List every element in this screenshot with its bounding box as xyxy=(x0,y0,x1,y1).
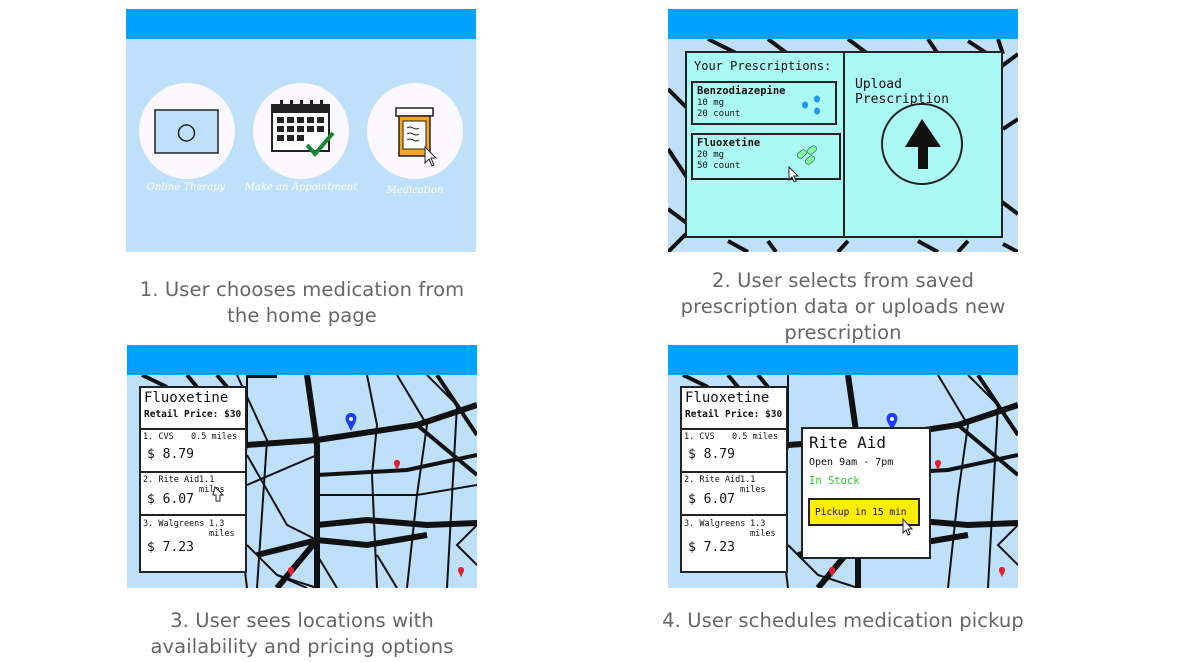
pharmacy-price: $ 7.23 xyxy=(688,540,735,555)
upload-button[interactable] xyxy=(881,103,963,185)
pharmacy-row[interactable]: 1. CVS 0.5 miles $ 8.79 xyxy=(141,428,245,472)
map-pin-red xyxy=(998,567,1006,577)
prescriptions-card: Your Prescriptions: Benzodiazepine 10 mg… xyxy=(685,51,1003,238)
panel-locations: Fluoxetine Retail Price: $30 1. CVS 0.5 … xyxy=(127,345,477,588)
prescription-count: 50 count xyxy=(697,161,741,171)
app-header-bar xyxy=(668,9,1018,39)
pharmacy-name: 3. Walgreens xyxy=(684,519,746,529)
pharmacy-distance: 1.1 miles xyxy=(740,475,766,495)
retail-price: Retail Price: $30 xyxy=(144,409,242,420)
map-pin-blue xyxy=(886,413,898,431)
card-divider xyxy=(843,53,845,236)
panel-home: Online Therapy Make an Appointment Medic… xyxy=(126,9,476,252)
pharmacy-price: $ 7.23 xyxy=(147,540,194,555)
pharmacy-name: 1. CVS xyxy=(143,432,174,442)
pharmacy-price: $ 6.07 xyxy=(688,492,735,507)
prescriptions-title: Your Prescriptions: xyxy=(694,59,832,73)
map-pin-red xyxy=(934,460,942,470)
appointment-button[interactable] xyxy=(253,83,349,179)
step-4-caption: 4. User schedules medication pickup xyxy=(662,609,1024,632)
medication-button[interactable] xyxy=(367,83,463,179)
online-therapy-label: Online Therapy xyxy=(146,182,226,193)
app-header-bar xyxy=(126,9,476,39)
pharmacy-row[interactable]: 3. Walgreens 1.3 miles $ 7.23 xyxy=(141,514,245,571)
pharmacy-distance: 1.3 miles xyxy=(750,519,776,539)
prescription-count: 20 count xyxy=(697,109,741,119)
prescription-dose: 10 mg xyxy=(697,98,725,108)
pharmacy-name: 2. Rite Aid xyxy=(143,475,200,485)
pharmacy-name: 2. Rite Aid xyxy=(684,475,741,485)
pharmacy-row[interactable]: 1. CVS 0.5 miles $ 8.79 xyxy=(682,428,786,472)
medication-label: Medication xyxy=(386,185,444,196)
online-therapy-button[interactable] xyxy=(139,83,235,179)
pharmacy-name: 1. CVS xyxy=(684,432,715,442)
prescription-item[interactable]: Fluoxetine 20 mg 50 count xyxy=(691,133,841,182)
pickup-button[interactable]: Pickup in 15 min xyxy=(808,498,920,526)
pharmacy-row[interactable]: 2. Rite Aid 1.1 miles $ 6.07 xyxy=(141,471,245,515)
step-2-caption: 2. User selects from saved prescription … xyxy=(680,269,1006,344)
pharmacy-name: 3. Walgreens xyxy=(143,519,205,529)
cursor-icon xyxy=(212,486,225,502)
drug-name: Fluoxetine xyxy=(144,390,229,406)
pharmacy-distance: 1.1 miles xyxy=(199,475,225,495)
map-background xyxy=(141,372,477,588)
pill-bottle-icon xyxy=(395,107,438,167)
panel-prescriptions: Your Prescriptions: Benzodiazepine 10 mg… xyxy=(668,9,1018,252)
map-pin-red xyxy=(287,567,295,577)
map-pin-red xyxy=(457,567,465,577)
store-detail-popup: Rite Aid Open 9am - 7pm In Stock Pickup … xyxy=(801,427,931,559)
pharmacy-row[interactable]: 2. Rite Aid 1.1 miles $ 6.07 xyxy=(682,471,786,515)
prescription-item[interactable]: Benzodiazepine 10 mg 20 count xyxy=(691,81,837,125)
upload-arrow-icon xyxy=(905,119,941,169)
pharmacy-list-card: Fluoxetine Retail Price: $30 1. CVS 0.5 … xyxy=(680,386,788,573)
pharmacy-list-card: Fluoxetine Retail Price: $30 1. CVS 0.5 … xyxy=(139,386,247,573)
pills-icon xyxy=(802,95,820,115)
stock-status: In Stock xyxy=(809,475,860,487)
appointment-label: Make an Appointment xyxy=(244,182,358,193)
drug-name: Fluoxetine xyxy=(685,390,770,406)
pharmacy-row[interactable]: 3. Walgreens 1.3 miles $ 7.23 xyxy=(682,514,786,571)
prescription-name: Benzodiazepine xyxy=(697,85,786,97)
panel-pickup: Fluoxetine Retail Price: $30 1. CVS 0.5 … xyxy=(668,345,1018,588)
calendar-check-icon xyxy=(271,100,335,158)
prescription-dose: 20 mg xyxy=(697,150,725,160)
pharmacy-distance: 0.5 miles xyxy=(191,432,238,442)
pharmacy-price: $ 8.79 xyxy=(147,447,194,462)
map-background xyxy=(668,37,1018,252)
pharmacy-price: $ 8.79 xyxy=(688,447,735,462)
app-header-bar xyxy=(127,345,477,375)
map-pin-red xyxy=(828,567,836,577)
retail-price: Retail Price: $30 xyxy=(685,409,783,420)
pharmacy-price: $ 6.07 xyxy=(147,492,194,507)
step-3-caption: 3. User sees locations with availability… xyxy=(150,609,454,658)
cursor-icon xyxy=(902,517,914,536)
pharmacy-distance: 0.5 miles xyxy=(732,432,779,442)
pickup-button-label: Pickup in 15 min xyxy=(815,507,907,518)
store-name: Rite Aid xyxy=(809,433,887,452)
step-1-caption: 1. User chooses medication from the home… xyxy=(139,278,465,327)
store-hours: Open 9am - 7pm xyxy=(809,457,894,468)
tablet-icon xyxy=(154,109,219,154)
map-pin-red xyxy=(393,460,401,470)
map-pin-blue xyxy=(345,413,357,431)
pharmacy-distance: 1.3 miles xyxy=(209,519,235,539)
app-header-bar xyxy=(668,345,1018,375)
capsules-icon xyxy=(788,145,817,182)
prescription-name: Fluoxetine xyxy=(697,137,761,149)
